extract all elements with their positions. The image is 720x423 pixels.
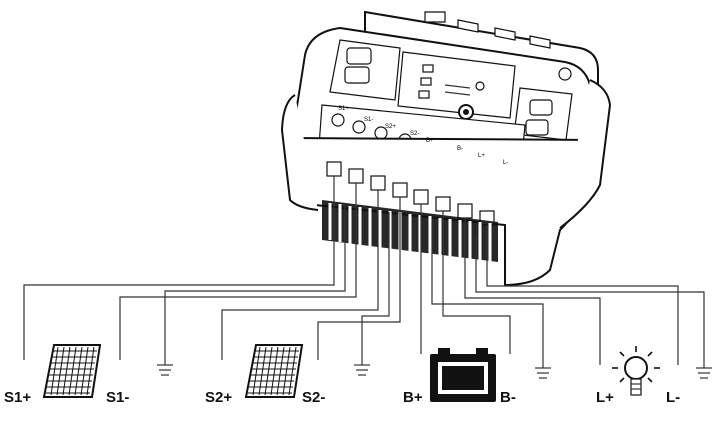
wire-lp — [464, 218, 601, 365]
key-button-3 — [529, 99, 553, 116]
ground-icon — [535, 367, 551, 379]
panel-label-lp: L+ — [478, 153, 485, 159]
ground-symbols — [157, 364, 712, 379]
wires — [23, 176, 705, 368]
left-control-block — [329, 39, 401, 101]
wire-s1p — [23, 176, 335, 360]
charge-controller — [280, 10, 612, 287]
heatsink-fins — [322, 200, 498, 262]
key-button-2 — [344, 66, 370, 84]
terminal-labels: S1+ S1- S2+ S2- B+ B- L+ L- — [4, 389, 680, 406]
panel-label-s2m: S2- — [410, 131, 419, 137]
battery-icon — [430, 348, 496, 402]
panel-label-s2p: S2+ — [385, 124, 396, 130]
right-control-block — [513, 67, 573, 141]
label-s2m: S2- — [302, 389, 325, 406]
ground-icon — [157, 364, 173, 376]
panel-label-s1m: S1- — [364, 117, 373, 123]
wire-s1m — [119, 183, 357, 360]
wire-s2-ground — [361, 212, 390, 365]
status-icon-1 — [422, 64, 434, 73]
panel-label-bp: B+ — [426, 138, 434, 144]
sun-icon — [475, 81, 485, 91]
key-button-1 — [346, 47, 372, 65]
indicator-led — [558, 67, 572, 81]
left-rail — [280, 94, 319, 211]
right-rail — [559, 79, 612, 229]
label-s1m: S1- — [106, 389, 129, 406]
wire-b-ground — [431, 222, 544, 368]
panel-label-s1p: S1+ — [338, 106, 349, 112]
label-lp: L+ — [596, 389, 614, 406]
wire-bm — [442, 211, 511, 354]
label-bm: B- — [500, 389, 516, 406]
panel-label-bm: B- — [457, 146, 463, 152]
key-button-4 — [525, 119, 549, 136]
top-ridges — [424, 11, 551, 49]
wire-s1-ground — [164, 205, 346, 365]
display-panel — [397, 51, 516, 120]
wire-s2p — [221, 190, 379, 360]
solar-panel-icon — [244, 344, 304, 398]
panel-screw-labels: S1+ S1- S2+ S2- B+ B- L+ L- — [338, 106, 508, 166]
ground-icon — [696, 367, 712, 379]
wire-l-ground — [475, 236, 705, 368]
solar-panel-icon — [42, 344, 102, 398]
status-icon-3 — [418, 90, 430, 99]
label-bp: B+ — [403, 389, 423, 406]
ground-icon — [354, 364, 370, 376]
wire-s2m — [317, 197, 401, 360]
label-s1p: S1+ — [4, 389, 31, 406]
status-icon-2 — [420, 77, 432, 86]
panel-label-lm: L- — [503, 160, 508, 166]
wire-lm — [486, 225, 679, 365]
label-s2p: S2+ — [205, 389, 232, 406]
light-bulb-icon — [612, 346, 660, 396]
label-lm: L- — [666, 389, 680, 406]
